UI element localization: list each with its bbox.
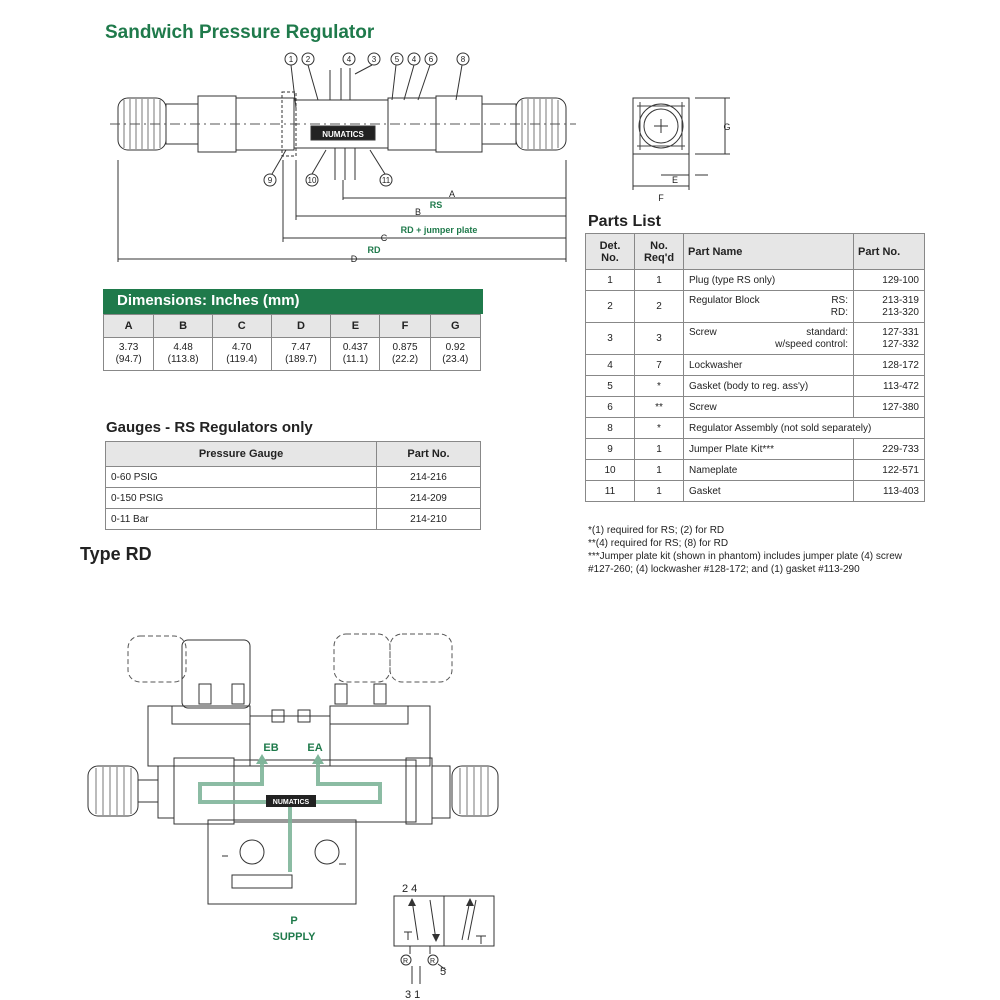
- dim-e-label: E: [672, 175, 678, 185]
- svg-text:9: 9: [268, 176, 273, 185]
- table-row: 8*Regulator Assembly (not sold separatel…: [585, 417, 925, 439]
- supply-label: SUPPLY: [272, 931, 316, 943]
- table-cell: 7.47(189.7): [270, 337, 332, 371]
- table-cell: 3.73(94.7): [102, 337, 155, 371]
- table-header: Part No.: [376, 441, 481, 467]
- table-header: Part No.: [853, 233, 925, 270]
- svg-text:4: 4: [412, 55, 417, 64]
- callout: 1: [289, 55, 294, 64]
- svg-text:11: 11: [382, 176, 391, 185]
- table-cell: 4.48(113.8): [153, 337, 213, 371]
- table-cell: 4.70(119.4): [211, 337, 272, 371]
- rd-nameplate: NUMATICS: [273, 799, 310, 806]
- dim-a-label: A: [449, 189, 455, 199]
- svg-text:2: 2: [306, 55, 311, 64]
- parts-title: Parts List: [588, 213, 661, 230]
- parts-footnotes: *(1) required for RS; (2) for RD **(4) r…: [588, 524, 908, 576]
- gauges-title: Gauges - RS Regulators only: [106, 419, 313, 436]
- table-row: 5*Gasket (body to reg. ass'y)113-472: [585, 375, 925, 397]
- table-header: No.Req'd: [634, 233, 684, 270]
- ea-label: EA: [307, 742, 322, 754]
- svg-text:8: 8: [461, 55, 466, 64]
- symbol-r-right: R: [430, 958, 435, 965]
- dim-rd-jumper-label: RD + jumper plate: [401, 225, 478, 235]
- symbol-port-5: 5: [440, 966, 446, 978]
- dim-rs-label: RS: [430, 200, 443, 210]
- dimensions-title: Dimensions: Inches (mm): [103, 289, 483, 314]
- dimensions-table: A B C D E F G 3.73(94.7) 4.48(113.8) 4.7…: [102, 314, 482, 371]
- table-header: Pressure Gauge: [105, 441, 377, 467]
- footnote: *(1) required for RS; (2) for RD: [588, 525, 725, 536]
- dim-g-label: G: [723, 122, 730, 132]
- symbol-r-left: R: [403, 958, 408, 965]
- footnote: ***Jumper plate kit (shown in phantom) i…: [588, 551, 903, 575]
- table-cell: 0.437(11.1): [330, 337, 381, 371]
- svg-text:10: 10: [308, 176, 317, 185]
- dim-f-label: F: [658, 193, 664, 203]
- svg-text:3: 3: [372, 55, 377, 64]
- type-rd-title: Type RD: [80, 544, 152, 564]
- eb-label: EB: [263, 742, 278, 754]
- dimensions-section: Dimensions: Inches (mm) A B C D E F G 3.…: [102, 289, 483, 371]
- dim-b-label: B: [415, 207, 421, 217]
- p-label: P: [290, 915, 297, 927]
- symbol-port-labels-bottom: 3 1: [405, 989, 420, 1000]
- table-header: B: [153, 314, 213, 338]
- page-title: Sandwich Pressure Regulator: [105, 22, 375, 43]
- nameplate: NUMATICS: [322, 130, 364, 139]
- footnote: **(4) required for RS; (8) for RD: [588, 538, 729, 549]
- table-header: E: [330, 314, 381, 338]
- dim-rd-label: RD: [368, 245, 381, 255]
- symbol-port-labels-top: 2 4: [402, 883, 417, 895]
- svg-text:4: 4: [347, 55, 352, 64]
- dim-d-label: D: [351, 254, 358, 264]
- svg-text:5: 5: [395, 55, 400, 64]
- svg-text:6: 6: [429, 55, 434, 64]
- dim-c-label: C: [381, 233, 388, 243]
- table-header: A: [102, 314, 155, 338]
- table-cell: 0.92(23.4): [429, 337, 482, 371]
